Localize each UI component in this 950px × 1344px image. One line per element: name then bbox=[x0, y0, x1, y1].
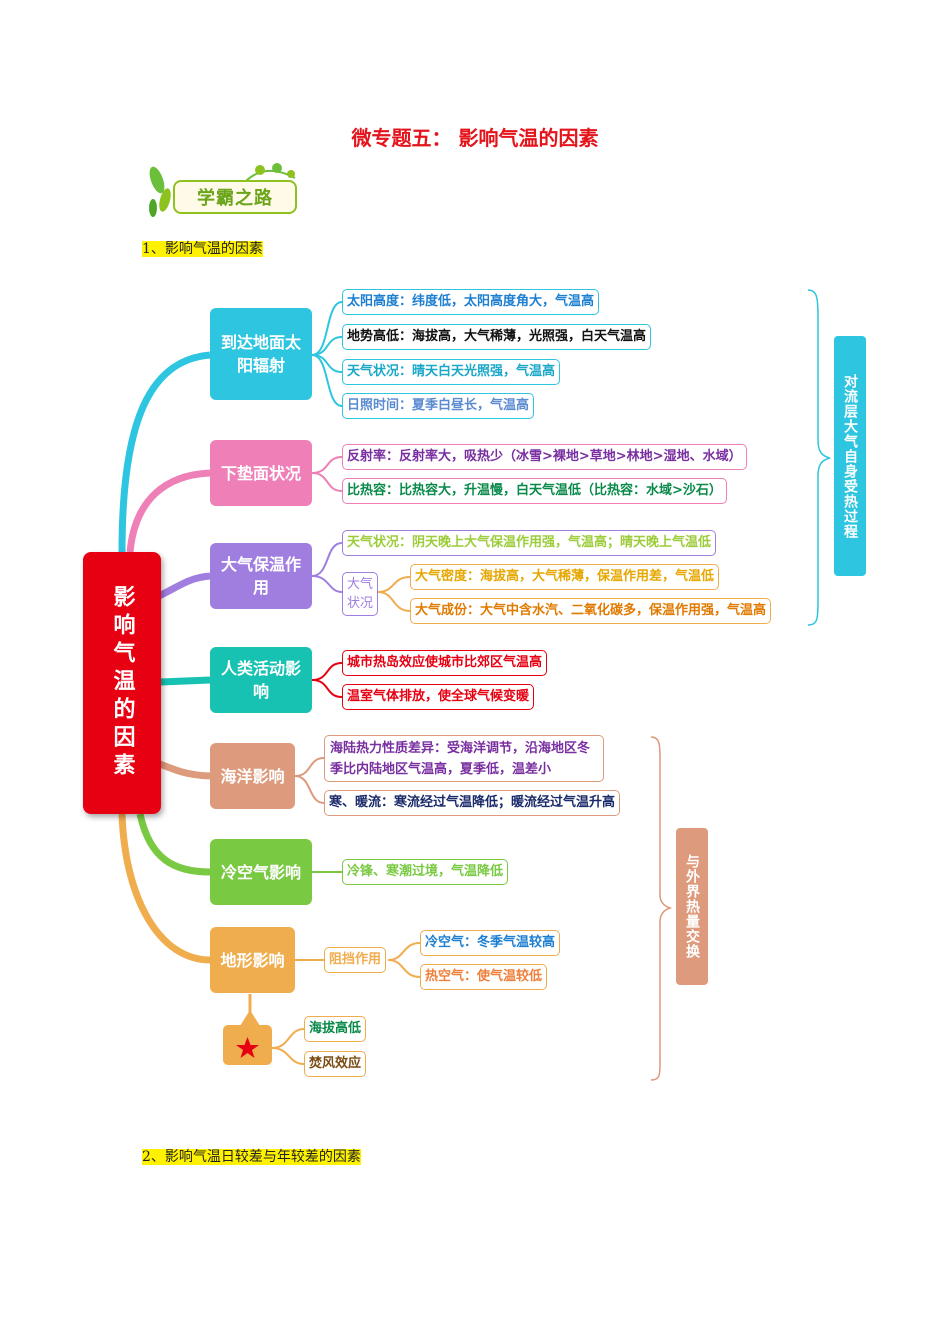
leaf-specific-heat: 比热容：比热容大，升温慢，白天气温低（比热容：水域>沙石） bbox=[342, 478, 727, 504]
section-heading-2: 2、影响气温日较差与年较差的因素 bbox=[142, 1149, 361, 1165]
page-title: 微专题五： 影响气温的因素 bbox=[351, 126, 599, 150]
leaf-terrain-height: 地势高低：海拔高，大气稀薄，光照强，白天气温高 bbox=[342, 324, 652, 350]
leaf-solar-altitude: 太阳高度：纬度低，太阳高度角大，气温高 bbox=[342, 289, 600, 315]
category-solar-radiation: 到达地面太阳辐射 bbox=[210, 308, 312, 400]
category-underlying-surface: 下垫面状况 bbox=[210, 440, 312, 506]
section-heading-1: 1、影响气温的因素 bbox=[142, 241, 263, 257]
leaf-greenhouse-gas: 温室气体排放，使全球气候变暖 bbox=[342, 684, 535, 710]
side-label-troposphere-heating: 对流层大气自身受热过程 bbox=[834, 336, 866, 576]
category-human-activity: 人类活动影响 bbox=[210, 647, 312, 713]
leaf-atmos-weather: 天气状况：阴天晚上大气保温作用强，气温高；晴天晚上气温低 bbox=[342, 530, 717, 556]
leaf-urban-heat-island: 城市热岛效应使城市比郊区气温高 bbox=[342, 650, 548, 676]
leaf-reflectivity: 反射率：反射率大，吸热少（冰雪>裸地>草地>林地>湿地、水域） bbox=[342, 444, 747, 470]
leaf-ocean-currents: 寒、暖流：寒流经过气温降低；暖流经过气温升高 bbox=[324, 790, 621, 816]
category-cold-air: 冷空气影响 bbox=[210, 839, 312, 905]
category-ocean: 海洋影响 bbox=[210, 743, 295, 809]
leaf-sunshine-duration: 日照时间：夏季白昼长，气温高 bbox=[342, 393, 535, 419]
banner: 学霸之路 bbox=[145, 160, 303, 222]
star-node bbox=[223, 1025, 272, 1065]
banner-text: 学霸之路 bbox=[197, 188, 273, 209]
leaf-cold-front: 冷锋、寒潮过境，气温降低 bbox=[342, 859, 509, 885]
leaf-decoration-icon bbox=[149, 163, 296, 217]
leaf-foehn-effect: 焚风效应 bbox=[304, 1051, 367, 1077]
banner-box bbox=[173, 180, 297, 214]
leaf-weather-condition: 天气状况：晴天白天光照强，气温高 bbox=[342, 359, 561, 385]
star-icon bbox=[236, 1037, 259, 1058]
leaf-land-sea-difference: 海陆热力性质差异：受海洋调节，沿海地区冬季比内陆地区气温高，夏季低，温差小 bbox=[324, 735, 604, 782]
leaf-hot-air-blocked: 热空气：使气温较低 bbox=[420, 964, 548, 990]
leaf-altitude: 海拔高低 bbox=[304, 1016, 367, 1042]
leaf-cold-air-blocked: 冷空气：冬季气温较高 bbox=[420, 930, 561, 956]
leaf-blocking-effect: 阻挡作用 bbox=[324, 947, 387, 973]
star-node-pointer bbox=[240, 1010, 260, 1026]
leaf-atmos-condition: 大气状况 bbox=[342, 572, 378, 616]
leaf-atmos-composition: 大气成份：大气中含水汽、二氧化碳多，保温作用强，气温高 bbox=[410, 598, 772, 624]
root-node: 影响气温的因素 bbox=[83, 552, 161, 814]
category-atmospheric-insulation: 大气保温作用 bbox=[210, 543, 312, 609]
category-terrain: 地形影响 bbox=[210, 927, 295, 993]
side-label-external-heat-exchange: 与外界热量交换 bbox=[676, 828, 708, 985]
leaf-atmos-density: 大气密度：海拔高，大气稀薄，保温作用差，气温低 bbox=[410, 564, 720, 590]
